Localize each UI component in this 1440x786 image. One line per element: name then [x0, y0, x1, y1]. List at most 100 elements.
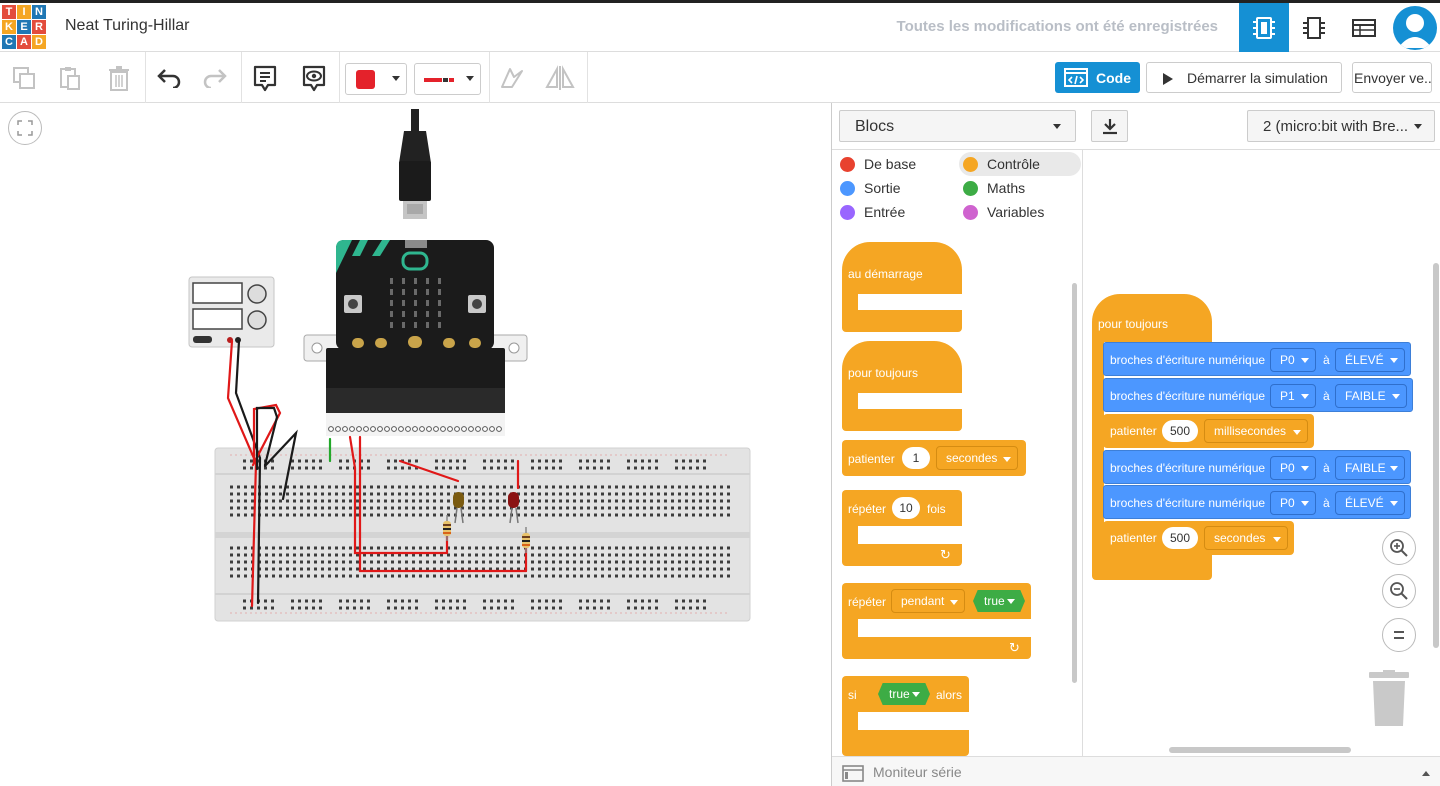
- wires[interactable]: [226, 339, 528, 608]
- chevron-down-icon: [1414, 124, 1422, 129]
- pin-dropdown[interactable]: P0: [1270, 456, 1316, 480]
- pin-dropdown[interactable]: P0: [1270, 348, 1316, 372]
- category-dot: [840, 181, 855, 196]
- toggle-notes-button[interactable]: [298, 62, 330, 94]
- start-simulation-label: Démarrer la simulation: [1187, 70, 1328, 86]
- repeat-mode-label: pendant: [901, 594, 945, 608]
- to-label: à: [1323, 353, 1330, 367]
- condition-true-block[interactable]: true: [973, 590, 1025, 612]
- editor-mode-select[interactable]: Blocs: [839, 110, 1076, 142]
- copy-button[interactable]: [8, 62, 40, 94]
- wait-value[interactable]: 1: [902, 447, 930, 469]
- to-label: à: [1323, 461, 1330, 475]
- digital-write-block[interactable]: broches d'écriture numérique P0 à FAIBLE: [1103, 450, 1411, 484]
- led-matrix: [390, 278, 441, 328]
- wire-color-picker[interactable]: [345, 63, 407, 95]
- chevron-down-icon: [1007, 599, 1015, 604]
- category-input[interactable]: Entrée: [836, 200, 956, 224]
- forever-hat-label: pour toujours: [1098, 317, 1169, 331]
- if-label: si: [848, 688, 857, 702]
- zoom-in-button[interactable]: [1382, 531, 1416, 565]
- led-yellow[interactable]: [453, 492, 464, 524]
- wait-amount[interactable]: 500: [1162, 420, 1198, 442]
- wait-block[interactable]: patienter 500 secondes: [1103, 521, 1294, 555]
- pin-label: P1: [1280, 389, 1295, 403]
- category-math[interactable]: Maths: [959, 176, 1079, 200]
- zoom-reset-button[interactable]: [1382, 618, 1416, 652]
- paste-icon: [60, 67, 80, 90]
- repeat-mode-dropdown[interactable]: pendant: [891, 589, 965, 613]
- toolbar-divider: [145, 52, 146, 103]
- start-simulation-button[interactable]: Démarrer la simulation: [1146, 62, 1342, 93]
- palette-scrollbar[interactable]: [1072, 283, 1077, 683]
- digital-write-block[interactable]: broches d'écriture numérique P0 à ÉLEVÉ: [1103, 342, 1411, 376]
- logo-letter: D: [32, 35, 46, 49]
- level-dropdown[interactable]: FAIBLE: [1335, 456, 1405, 480]
- resistor[interactable]: [522, 527, 530, 553]
- send-to-button[interactable]: Envoyer ve...: [1352, 62, 1432, 93]
- workspace-horizontal-scrollbar[interactable]: [1169, 747, 1351, 753]
- chevron-down-icon: [1392, 394, 1400, 399]
- led-red[interactable]: [508, 492, 519, 524]
- user-avatar[interactable]: [1393, 6, 1437, 50]
- to-label: à: [1323, 496, 1330, 510]
- wait-unit-dropdown[interactable]: secondes: [1204, 526, 1288, 550]
- wire-style-picker[interactable]: [414, 63, 481, 95]
- wait-amount[interactable]: 500: [1162, 527, 1198, 549]
- wait-block[interactable]: patienter 500 millisecondes: [1103, 414, 1314, 448]
- digital-write-block[interactable]: broches d'écriture numérique P1 à FAIBLE: [1103, 378, 1413, 412]
- blocks-workspace[interactable]: pour toujours broches d'écriture numériq…: [1084, 150, 1440, 756]
- repeat-count[interactable]: 10: [892, 497, 920, 519]
- block-shape: [842, 544, 962, 566]
- microbit[interactable]: [303, 240, 528, 436]
- workspace-trash[interactable]: [1366, 670, 1412, 733]
- category-variables[interactable]: Variables: [959, 200, 1079, 224]
- pin-label: P0: [1280, 496, 1295, 510]
- level-dropdown[interactable]: ÉLEVÉ: [1335, 491, 1405, 515]
- wait-unit-dropdown[interactable]: millisecondes: [1204, 419, 1308, 443]
- category-control[interactable]: Contrôle: [959, 152, 1081, 176]
- breadboard[interactable]: [214, 447, 751, 622]
- project-title[interactable]: Neat Turing-Hillar: [65, 17, 190, 34]
- level-dropdown[interactable]: ÉLEVÉ: [1335, 348, 1405, 372]
- undo-button[interactable]: [153, 62, 185, 94]
- digital-write-block[interactable]: broches d'écriture numérique P0 à ÉLEVÉ: [1103, 485, 1411, 519]
- toolbar-divider: [489, 52, 490, 103]
- zoom-out-button[interactable]: [1382, 574, 1416, 608]
- wait-block[interactable]: patienter 1 secondes: [842, 440, 1026, 476]
- notes-button[interactable]: [249, 62, 281, 94]
- schematic-view-button[interactable]: [1289, 3, 1339, 52]
- workspace-vertical-scrollbar[interactable]: [1433, 263, 1439, 648]
- category-basic[interactable]: De base: [836, 152, 956, 176]
- paste-button[interactable]: [54, 62, 86, 94]
- serial-monitor-bar[interactable]: Moniteur série: [832, 756, 1440, 786]
- download-code-button[interactable]: [1091, 110, 1128, 142]
- flip-button[interactable]: [544, 62, 576, 94]
- block-shape: [842, 341, 962, 393]
- component-list-button[interactable]: [1339, 3, 1389, 52]
- wire-style-icon: [424, 78, 454, 82]
- pin-dropdown[interactable]: P0: [1270, 491, 1316, 515]
- code-button-label: Code: [1096, 70, 1131, 86]
- delete-button[interactable]: [103, 62, 135, 94]
- power-supply[interactable]: [188, 276, 275, 348]
- circuit-workplane[interactable]: [0, 103, 831, 786]
- zoom-in-icon: [1390, 539, 1408, 557]
- level-dropdown[interactable]: FAIBLE: [1335, 384, 1407, 408]
- level-label: ÉLEVÉ: [1345, 496, 1384, 510]
- category-output[interactable]: Sortie: [836, 176, 956, 200]
- wait-unit-dropdown[interactable]: secondes: [936, 446, 1018, 470]
- logo-letter: K: [2, 20, 16, 34]
- condition-true-block[interactable]: true: [878, 683, 930, 705]
- align-button[interactable]: [495, 62, 527, 94]
- circuit-view-button[interactable]: [1239, 3, 1289, 52]
- device-select[interactable]: 2 (micro:bit with Bre...: [1247, 110, 1435, 142]
- chip-icon: [1253, 16, 1275, 39]
- logo-letter: N: [32, 5, 46, 19]
- redo-button[interactable]: [199, 62, 231, 94]
- resistor[interactable]: [443, 515, 451, 541]
- pin-dropdown[interactable]: P1: [1270, 384, 1316, 408]
- fit-view-button[interactable]: [8, 111, 42, 145]
- tinkercad-logo[interactable]: T I N K E R C A D: [2, 5, 46, 49]
- code-button[interactable]: Code: [1055, 62, 1140, 93]
